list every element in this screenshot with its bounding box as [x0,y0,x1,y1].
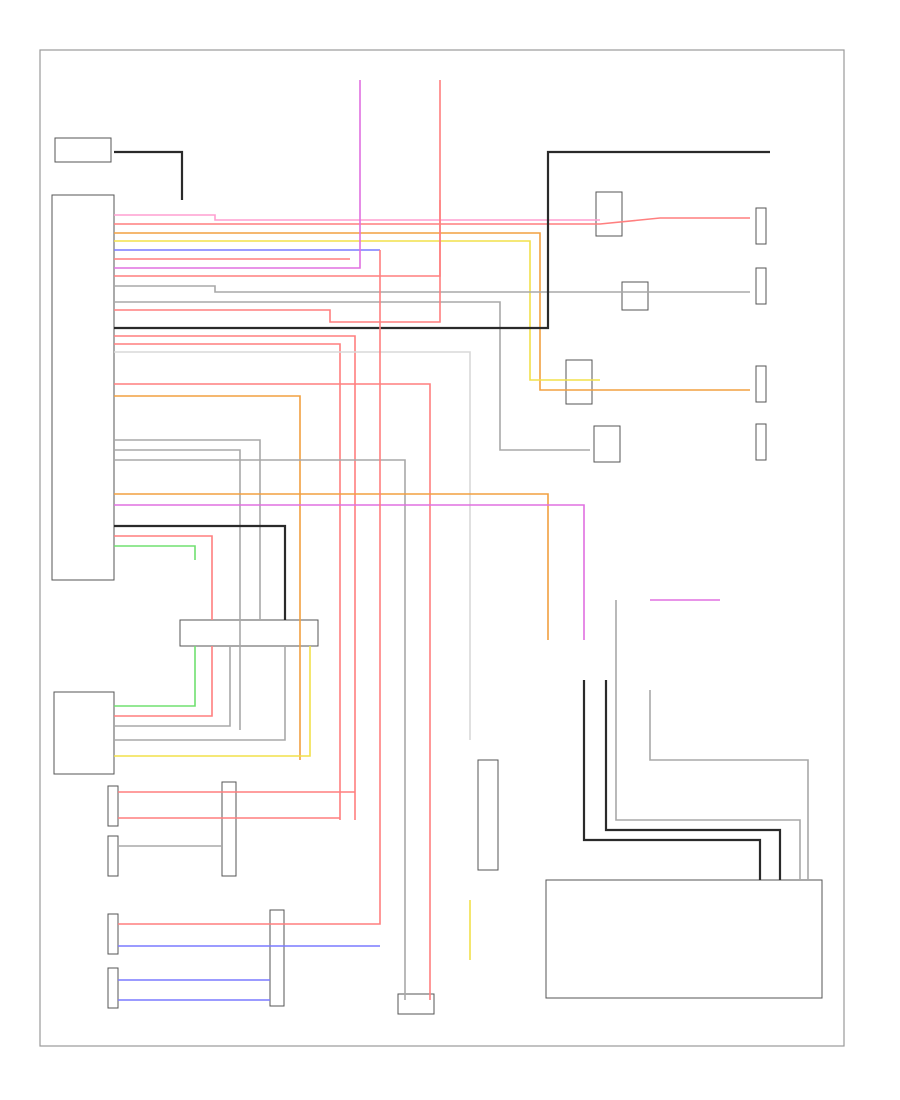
speaker-relay-box [477,759,499,871]
wire-red [114,646,213,717]
wire-yellow [114,646,311,757]
wire-gray [649,690,809,880]
wire-gray [615,600,801,880]
wire-red [114,217,750,225]
wire-red [114,535,213,620]
wire-white [114,351,471,740]
tweeter-left [755,423,767,461]
wire-gray [114,285,750,293]
wire-red [114,200,441,323]
left-rear-speaker-a [107,785,119,827]
radio-unit-box [51,194,115,581]
wire-red [114,80,441,277]
relay-lower [565,359,593,405]
wire-gray [114,439,261,620]
right-rear-speaker-b [107,967,119,1009]
diagram-frame [39,49,845,1047]
relay-bottom [593,425,621,463]
right-front-door-speaker [755,207,767,245]
wire-red [114,343,341,820]
audio-control-panel-box [54,137,112,163]
wire-black [114,524,287,620]
wire-pink [114,214,600,221]
wire-magenta [114,80,361,269]
audio-remote-unit-box [179,619,319,647]
relay-upper [595,191,623,237]
wire-magenta [114,504,585,640]
wire-black [114,150,184,200]
wire-orange [114,232,750,391]
wire-orange [114,493,549,640]
wire-red [114,335,356,820]
left-front-door-speaker [755,365,767,403]
ground-connector [397,993,435,1015]
wire-orange [114,395,301,760]
wire-gray [114,301,590,451]
wire-red [114,383,431,1000]
left-rear-speaker-b [107,835,119,877]
wire-yellow [114,240,600,381]
relay-middle [621,281,649,311]
steering-switch-box [53,691,115,775]
rear-connector-left [221,781,237,877]
wire-black [114,150,770,330]
wire-gray [114,646,286,741]
wire-harness [114,80,809,1001]
right-rear-speaker-a [107,913,119,955]
tweeter-right [755,267,767,305]
wire-gray [114,646,231,727]
wire-gray [114,459,406,1000]
fuse-block-box [545,879,823,999]
wire-black [604,680,782,880]
wire-gray [114,449,241,730]
wire-red [118,250,381,925]
wire-green [114,545,196,560]
rear-connector-right [269,909,285,1007]
wire-green [114,646,196,707]
wire-black [582,680,762,880]
